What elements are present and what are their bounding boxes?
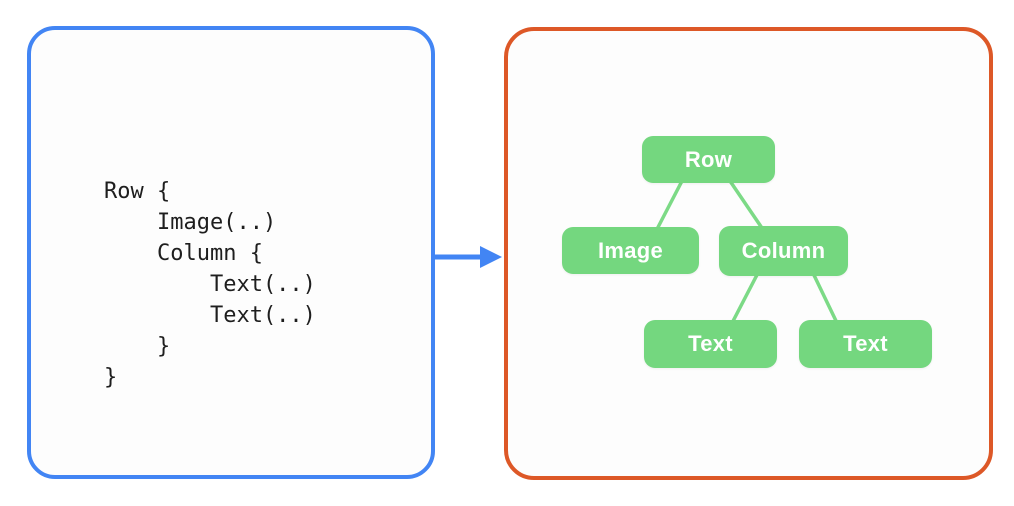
arrow-right-icon <box>435 246 502 268</box>
code-snippet: Row { Image(..) Column { Text(..) Text(.… <box>104 179 316 390</box>
tree-node-image: Image <box>562 227 699 274</box>
edge-row-column <box>728 179 766 233</box>
edge-column-text2 <box>810 269 840 327</box>
tree-node-row: Row <box>642 136 775 183</box>
tree-node-text-2: Text <box>799 320 932 368</box>
tree-edges <box>653 179 840 327</box>
edge-column-text1 <box>729 269 761 327</box>
edge-row-image <box>653 179 684 235</box>
tree-panel: Row Image Column Text Text <box>504 27 993 480</box>
tree-node-text-1: Text <box>644 320 777 368</box>
code-panel: Row { Image(..) Column { Text(..) Text(.… <box>27 26 435 479</box>
tree-node-column: Column <box>719 226 848 276</box>
